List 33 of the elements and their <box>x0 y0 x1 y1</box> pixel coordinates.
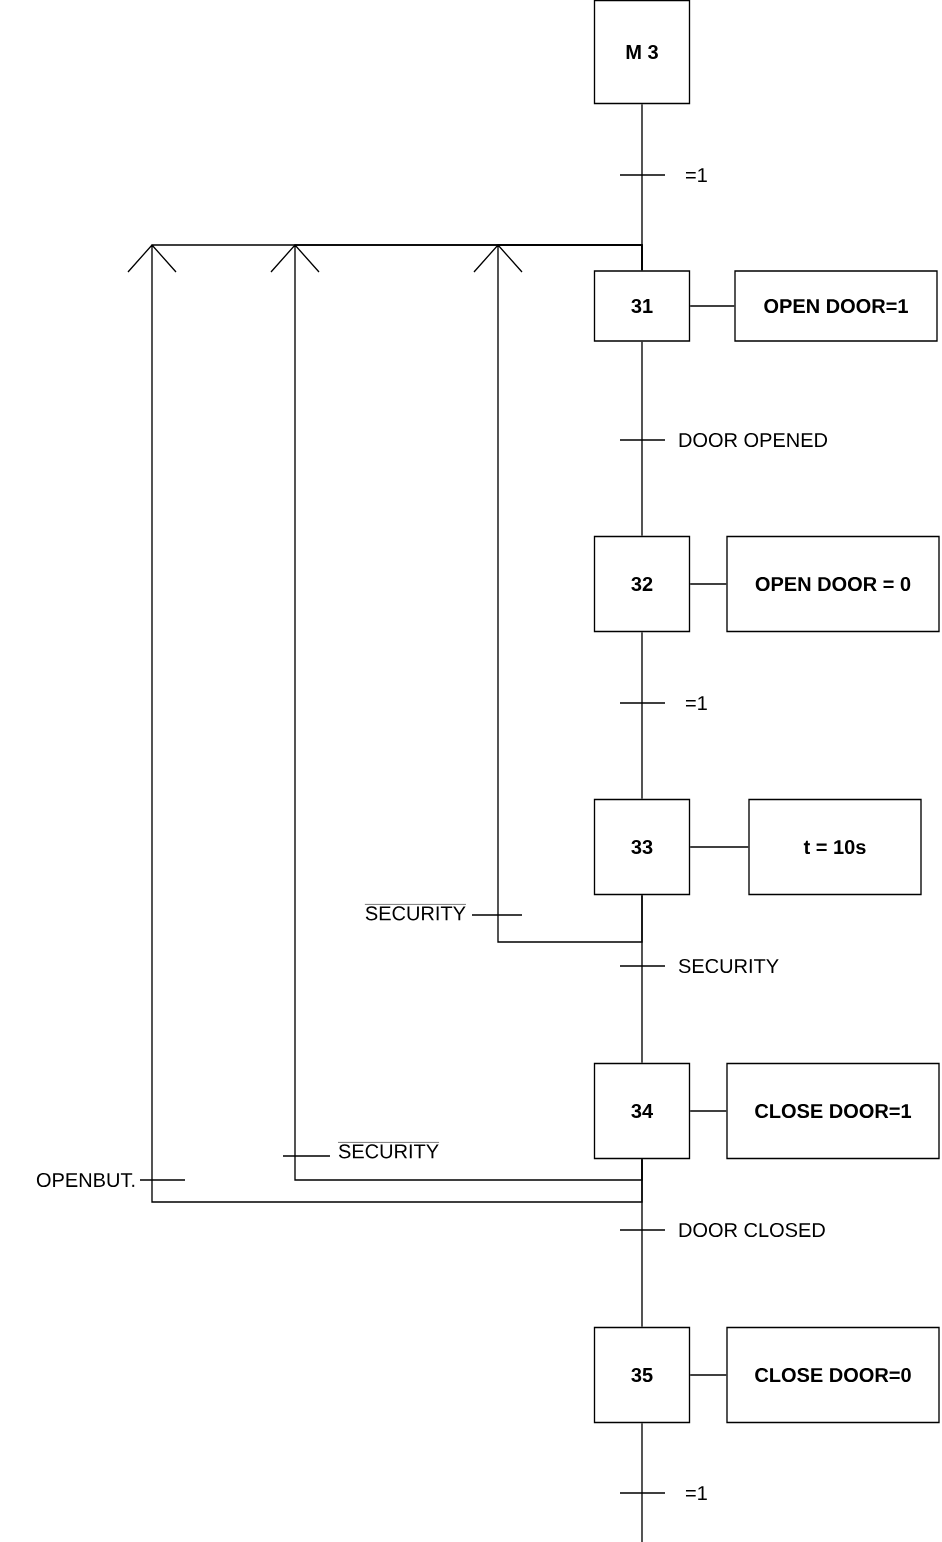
step-box: 33 <box>593 798 691 896</box>
action-box: OPEN DOOR = 0 <box>726 535 940 633</box>
action-box: CLOSE DOOR=0 <box>726 1326 940 1424</box>
transition-label: DOOR OPENED <box>676 431 830 449</box>
transition-label: OPENBUT. <box>34 1171 138 1189</box>
transition-label: SECURITY <box>363 902 468 922</box>
transition-label: SECURITY <box>676 957 781 975</box>
action-box: CLOSE DOOR=1 <box>726 1062 940 1160</box>
connector-line <box>689 1110 727 1112</box>
arrow <box>471 244 643 943</box>
action-box: OPEN DOOR=1 <box>734 270 938 342</box>
connector-line <box>619 1422 666 1542</box>
transition-label: =1 <box>683 1484 710 1502</box>
connector-line <box>689 583 727 585</box>
connector-line <box>689 305 735 307</box>
transition-label: =1 <box>683 694 710 712</box>
step-box: 32 <box>593 535 691 633</box>
arrow <box>270 244 643 1181</box>
connector-line <box>619 1158 666 1328</box>
connector-line <box>619 631 666 800</box>
connector-line <box>619 341 666 537</box>
arrow <box>127 244 643 1203</box>
connector-line <box>689 846 749 848</box>
step-box: 31 <box>593 270 691 342</box>
transition-label: SECURITY <box>336 1140 441 1160</box>
connector-line <box>689 1374 727 1376</box>
step-box: 35 <box>593 1326 691 1424</box>
action-box: t = 10s <box>748 798 922 896</box>
transition-label: =1 <box>683 166 710 184</box>
step-box: M 3 <box>593 0 691 105</box>
connector-line <box>619 894 666 1064</box>
step-box: 34 <box>593 1062 691 1160</box>
transition-label: DOOR CLOSED <box>676 1221 828 1239</box>
